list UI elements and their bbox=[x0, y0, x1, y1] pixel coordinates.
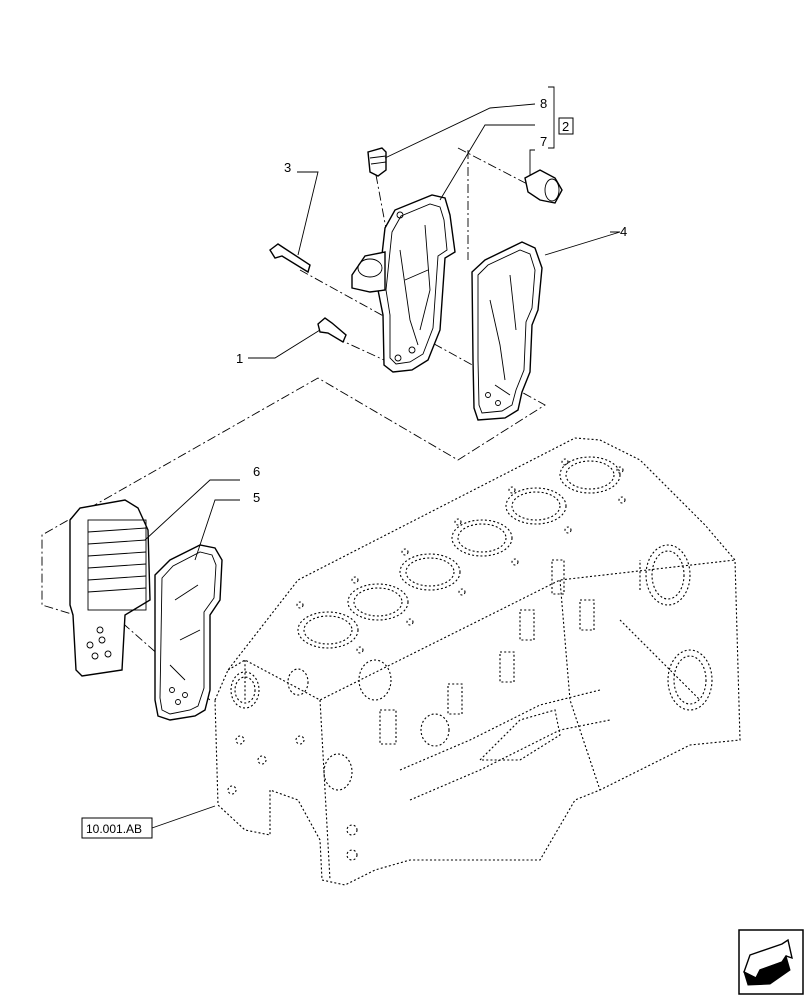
bolt-3 bbox=[269, 243, 311, 274]
callout-7: 7 bbox=[540, 134, 547, 149]
reference-label[interactable]: 10.001.AB bbox=[86, 822, 142, 836]
callout-2-box bbox=[558, 117, 574, 135]
leader-lines bbox=[144, 86, 621, 829]
callout-4: 4 bbox=[620, 224, 627, 239]
reference-tag[interactable]: 10.001.AB bbox=[81, 817, 153, 839]
callout-8: 8 bbox=[540, 96, 547, 111]
plug-8 bbox=[367, 147, 387, 177]
cooler-cover bbox=[351, 194, 456, 373]
gasket-4 bbox=[471, 241, 543, 421]
gasket-5 bbox=[154, 544, 223, 721]
callout-3: 3 bbox=[284, 160, 291, 175]
callouts: 1 3 4 5 6 7 8 2 bbox=[236, 96, 627, 505]
oil-cooler bbox=[69, 499, 151, 677]
callout-5: 5 bbox=[253, 490, 260, 505]
next-arrow-icon[interactable] bbox=[738, 929, 804, 995]
engine-block bbox=[214, 437, 741, 886]
callout-2: 2 bbox=[562, 119, 569, 134]
callout-6: 6 bbox=[253, 464, 260, 479]
bolt-1 bbox=[317, 317, 347, 344]
callout-1: 1 bbox=[236, 351, 243, 366]
fitting-7 bbox=[524, 169, 563, 204]
